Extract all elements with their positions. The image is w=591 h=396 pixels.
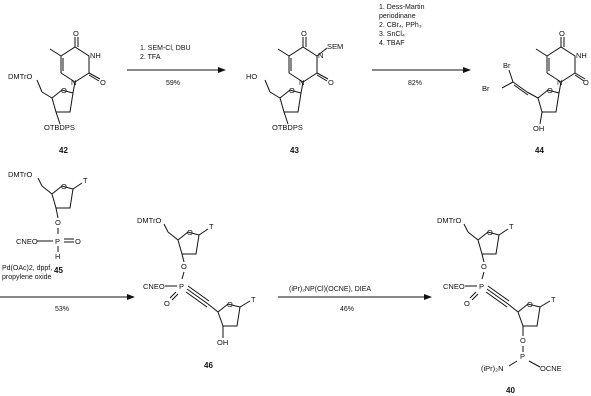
reaction-arrows [0, 69, 463, 298]
atom-o: O [55, 218, 61, 227]
atom-o: O [181, 262, 187, 271]
atom-n: N [318, 51, 324, 60]
atom-n: N [71, 78, 77, 87]
atom-o: O [464, 299, 470, 308]
atom-t: T [83, 176, 88, 185]
atom-t: T [551, 295, 556, 304]
structure-40 [463, 223, 551, 368]
atom-o: O [164, 299, 170, 308]
atom-dmtro: DMTrO [437, 216, 462, 225]
step2-reagent-4: 3. SnCl₄ [379, 31, 405, 38]
structure-46 [163, 223, 251, 338]
arrow-head-3 [127, 294, 135, 300]
atom-cneo: CNEO [143, 282, 165, 291]
step3-reagent-1: Pd(OAc)2, dppf, [2, 265, 53, 272]
atom-o: O [520, 336, 526, 345]
atom-otbdps: OTBDPS [44, 123, 75, 132]
compound-label-44: 44 [535, 146, 544, 155]
atom-o: O [547, 86, 553, 95]
step2-reagent-2: periodinane [379, 13, 416, 20]
atom-p: P [55, 237, 61, 246]
atom-ipr2n: (iPr)₂N [481, 364, 504, 373]
atom-p: P [520, 352, 526, 361]
atom-p: P [179, 282, 185, 291]
atom-dmtro: DMTrO [137, 216, 162, 225]
atom-br: Br [482, 84, 490, 93]
step2-yield: 82% [408, 80, 423, 87]
atom-o: O [100, 78, 106, 87]
atom-o: O [187, 228, 193, 237]
atom-nh: NH [90, 51, 101, 60]
atom-nh: NH [576, 51, 587, 60]
atom-t: T [251, 295, 256, 304]
atom-ho: HO [246, 72, 258, 81]
atom-dmtro: DMTrO [8, 72, 33, 81]
atom-n: N [557, 78, 563, 87]
atom-o: O [328, 78, 334, 87]
atom-o: O [487, 228, 493, 237]
atom-dmtro: DMTrO [8, 170, 33, 179]
structure-45 [37, 177, 83, 252]
arrow-head-2 [463, 67, 471, 73]
atom-oh: OH [217, 338, 229, 347]
step3-yield: 53% [55, 306, 70, 313]
structure-44 [501, 37, 586, 125]
atom-otbdps: OTBDPS [272, 123, 303, 132]
atom-o: O [61, 86, 67, 95]
atom-o: O [527, 300, 533, 309]
atom-o: O [227, 300, 233, 309]
step2-reagent-1: 1. Dess-Martin [379, 4, 425, 11]
compound-label-45: 45 [54, 266, 63, 275]
atom-ocne: OCNE [540, 364, 562, 373]
atom-n: N [299, 78, 305, 87]
atom-o: O [73, 29, 79, 38]
atom-p: P [479, 282, 485, 291]
compound-label-46: 46 [204, 361, 213, 370]
step4-yield: 46% [340, 306, 355, 313]
atom-oh: OH [533, 124, 545, 133]
atom-sem: SEM [327, 42, 344, 51]
atom-cneo: CNEO [443, 282, 465, 291]
arrow-head-1 [218, 67, 226, 73]
atom-o: O [481, 262, 487, 271]
step1-yield: 59% [166, 80, 181, 87]
atom-cneo: CNEO [16, 237, 38, 246]
atom-h: H [55, 252, 61, 261]
step3-reagent-2: propylene oxide [2, 274, 52, 281]
compound-label-40: 40 [506, 386, 515, 395]
atom-o: O [301, 29, 307, 38]
arrow-head-4 [424, 294, 432, 300]
step2-reagent-5: 4. TBAF [379, 40, 405, 47]
step2-reagent-3: 2. CBr₄, PPh₃ [379, 22, 422, 29]
atom-o: O [61, 182, 67, 191]
step1-reagent-2: 2. TFA [140, 54, 161, 61]
structure-42 [36, 37, 101, 125]
step1-reagent-1: 1. SEM-Cl, DBU [140, 45, 191, 52]
atom-t: T [209, 222, 214, 231]
atom-br: Br [503, 61, 511, 70]
step4-reagent-1: (iPr)₂NP(Cl)(OCNE), DIEA [289, 286, 372, 293]
atom-o: O [583, 78, 589, 87]
atom-o: O [559, 29, 565, 38]
compound-label-42: 42 [59, 146, 68, 155]
structure-43 [264, 37, 329, 125]
atom-o: O [289, 86, 295, 95]
atom-t: T [509, 222, 514, 231]
atom-o: O [75, 237, 81, 246]
compound-label-43: 43 [290, 146, 299, 155]
